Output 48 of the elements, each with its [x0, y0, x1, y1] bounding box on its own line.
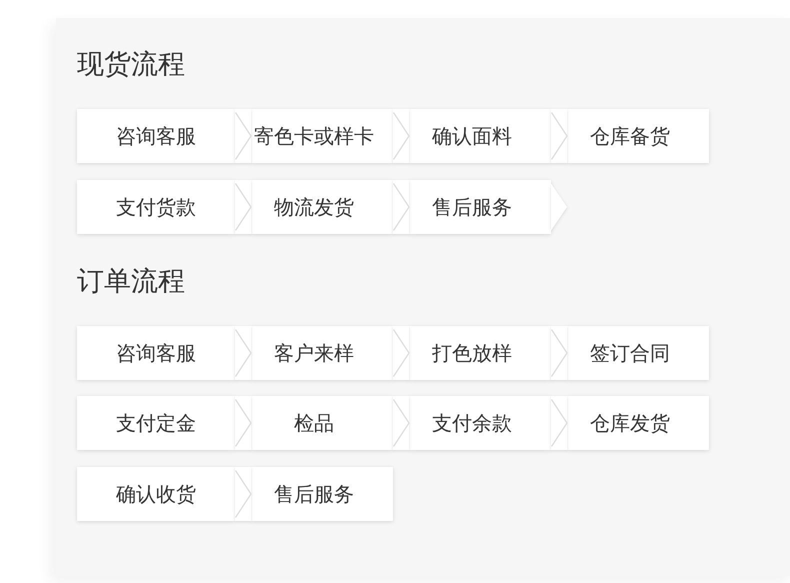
section-heading: 订单流程 [77, 266, 185, 298]
chevron-arrow [234, 180, 252, 234]
step-label: 支付货款 [116, 195, 196, 219]
step-box [77, 109, 235, 163]
step-label: 咨询客服 [116, 341, 196, 365]
section-heading: 现货流程 [77, 49, 185, 82]
step-box [409, 326, 551, 380]
step-label: 支付定金 [116, 411, 196, 435]
chevron-arrow [234, 396, 252, 450]
chevron-arrow [550, 109, 568, 163]
chevron-arrow [392, 109, 410, 163]
step-label: 支付余款 [432, 411, 512, 435]
step-box [251, 180, 393, 234]
step-label: 仓库备货 [590, 124, 670, 148]
chevron-arrow [392, 180, 410, 234]
step-label: 签订合同 [590, 341, 670, 365]
step-box [409, 396, 551, 450]
chevron-arrow [550, 396, 568, 450]
step-box [251, 396, 393, 450]
step-box [567, 109, 709, 163]
chevron-arrow [392, 396, 410, 450]
chevron-arrow [392, 326, 410, 380]
step-label: 仓库发货 [590, 411, 670, 435]
step-label: 咨询客服 [116, 124, 196, 148]
step-box [77, 326, 235, 380]
step-label: 售后服务 [274, 482, 354, 506]
step-label: 物流发货 [274, 195, 354, 219]
step-box [77, 180, 235, 234]
step-label: 确认收货 [116, 482, 196, 506]
step-box [251, 109, 393, 163]
step-box [251, 326, 393, 380]
chevron-arrow [234, 326, 252, 380]
chevron-arrow [234, 109, 252, 163]
step-box [251, 467, 393, 521]
step-label: 客户来样 [274, 341, 354, 365]
chevron-arrow [234, 467, 252, 521]
step-box [567, 396, 709, 450]
chevron-arrow [550, 326, 568, 380]
step-box [77, 467, 235, 521]
step-box [77, 396, 235, 450]
step-box [567, 326, 709, 380]
chevron-arrow [550, 184, 568, 230]
step-label: 确认面料 [432, 124, 512, 148]
step-label: 售后服务 [432, 195, 512, 219]
step-box [409, 109, 551, 163]
step-label: 打色放样 [432, 341, 512, 365]
step-label: 检品 [294, 411, 334, 435]
step-label: 寄色卡或样卡 [254, 124, 374, 148]
